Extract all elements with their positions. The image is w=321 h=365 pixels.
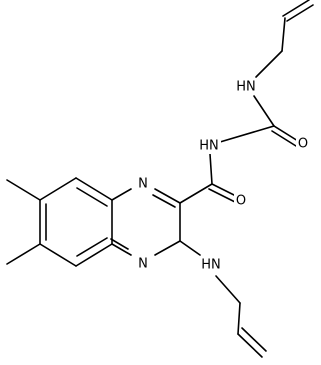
bond xyxy=(76,187,108,207)
atom-nh-urea: HN xyxy=(234,78,258,95)
atom-label-background xyxy=(234,192,248,208)
atom-symbol: N xyxy=(138,177,148,192)
atom-symbol: N xyxy=(138,257,148,272)
atom-label-background xyxy=(296,135,310,151)
atom-label-background xyxy=(199,256,223,273)
bond xyxy=(152,194,176,208)
atom-label-layer: N N HN HN HN O O xyxy=(136,78,310,273)
bond xyxy=(76,237,108,257)
atom-label-background xyxy=(234,78,258,95)
bond xyxy=(75,177,113,201)
bond xyxy=(253,95,275,127)
bond xyxy=(179,240,201,256)
atom-symbol: HN xyxy=(236,80,256,95)
bond xyxy=(237,302,241,335)
bond xyxy=(111,188,132,201)
atom-symbol: HN xyxy=(199,139,219,154)
atom-symbol: O xyxy=(236,194,246,209)
atom-o-amide: O xyxy=(234,192,248,209)
bond xyxy=(6,243,41,265)
atom-nh-amide: HN xyxy=(197,137,221,154)
bond xyxy=(219,125,275,143)
bond xyxy=(154,188,181,204)
bond xyxy=(237,333,263,358)
bond xyxy=(6,179,41,201)
bond xyxy=(211,183,239,198)
atom-label-background xyxy=(136,175,150,191)
atom-n-ring-top: N xyxy=(136,175,150,192)
atom-o-urea: O xyxy=(296,135,310,152)
atom-n-ring-bottom: N xyxy=(136,255,150,272)
bond xyxy=(255,50,283,78)
bond xyxy=(39,243,77,267)
bond xyxy=(273,125,299,142)
bond xyxy=(241,327,267,352)
bond xyxy=(271,130,297,147)
atom-symbol: O xyxy=(298,137,308,152)
bond xyxy=(208,188,236,203)
atom-label-background xyxy=(197,137,221,154)
bond xyxy=(281,17,286,52)
atom-nh-amine: HN xyxy=(199,256,223,273)
bond xyxy=(209,153,213,185)
atom-symbol: HN xyxy=(201,258,221,273)
bond xyxy=(110,238,129,250)
bond xyxy=(154,240,181,256)
bond xyxy=(39,177,77,201)
bond xyxy=(215,275,241,304)
bond xyxy=(75,243,113,267)
bond xyxy=(282,0,310,17)
bond xyxy=(179,183,213,204)
bond-layer xyxy=(6,0,314,358)
bond xyxy=(111,243,132,256)
atom-label-background xyxy=(136,255,150,271)
bond xyxy=(286,4,314,22)
